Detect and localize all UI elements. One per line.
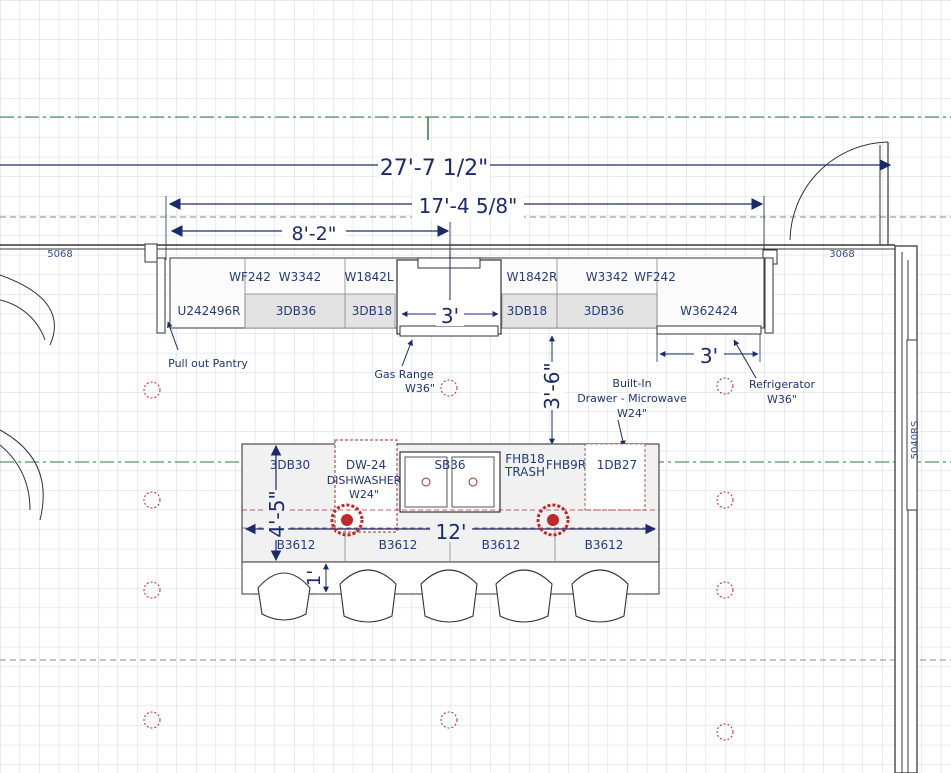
right-door-label: 3068 [829, 249, 854, 260]
dim-aisle-text: 3'-6" [540, 362, 564, 409]
wall-cab-lower-5: 3DB36 [584, 304, 624, 318]
wall-cab-upper-6: WF242 [634, 270, 676, 284]
note-leaders [166, 321, 757, 447]
dim-overall-text: 27'-7 1/2" [380, 156, 489, 181]
island [241, 439, 660, 595]
note-microwave-2: Drawer - Microwave [577, 392, 687, 405]
dim-left-run-text: 8'-2" [292, 223, 337, 245]
note-microwave-3: W24" [617, 407, 647, 420]
note-range-1: Gas Range [374, 368, 434, 381]
wall-cab-lower-3: 3DB18 [352, 304, 392, 318]
dimension-wall-run: 17'-4 5/8" [165, 192, 765, 260]
left-door [0, 274, 55, 521]
island-trash: TRASH [504, 465, 545, 479]
walls [0, 244, 918, 773]
dim-wall-run-text: 17'-4 5/8" [419, 194, 518, 218]
recessed-lights [143, 377, 734, 741]
dimension-aisle: 3'-6" [540, 335, 564, 445]
dimension-overall: 27'-7 1/2" [0, 152, 892, 181]
island-front-3: B3612 [482, 538, 521, 552]
island-back-5: FHB9R [546, 458, 586, 472]
island-front-1: B3612 [277, 538, 316, 552]
island-front-2: B3612 [379, 538, 418, 552]
wall-cab-upper-5: W3342 [586, 270, 628, 284]
dim-range-text: 3' [441, 304, 459, 328]
island-back-2: DW-24 [346, 458, 386, 472]
dim-island-depth-text: 4'-5" [265, 490, 289, 537]
dimension-island-length: 12' [244, 518, 657, 544]
wall-cab-lower-1: U242496R [178, 304, 241, 318]
island-back-3: SB36 [434, 458, 465, 472]
pendant-fixtures [330, 503, 570, 537]
note-pantry: Pull out Pantry [168, 357, 248, 370]
wall-cab-upper-3: W1842L [344, 270, 393, 284]
wall-cabinet-run [144, 243, 778, 337]
bar-stools [257, 569, 629, 623]
dimension-island-depth: 4'-5" [264, 444, 289, 562]
dim-island-length-text: 12' [436, 520, 467, 544]
note-microwave-1: Built-In [612, 377, 651, 390]
dimension-overhang: 1' [304, 563, 329, 593]
wall-cab-upper-2: W3342 [279, 270, 321, 284]
dim-fridge-text: 3' [700, 344, 718, 368]
note-fridge-2: W36" [767, 393, 797, 406]
dimension-range-width: 3' [401, 302, 499, 328]
wall-cab-lower-4: 3DB18 [507, 304, 547, 318]
note-dishwasher-1: DISHWASHER [327, 474, 402, 487]
left-door-label: 5068 [47, 249, 72, 260]
note-range-2: W36" [405, 382, 435, 395]
wall-cab-lower-6: W362424 [680, 304, 738, 318]
wall-cab-lower-2: 3DB36 [276, 304, 316, 318]
island-back-4: FHB18 [505, 452, 544, 466]
window-label: 5040RS [910, 421, 921, 460]
note-fridge-1: Refrigerator [749, 378, 815, 391]
wall-cab-upper-4: W1842R [507, 270, 558, 284]
note-dishwasher-2: W24" [349, 488, 379, 501]
island-back-6: 1DB27 [597, 458, 637, 472]
wall-cab-upper-1: WF242 [229, 270, 271, 284]
island-front-4: B3612 [585, 538, 624, 552]
dim-overhang-text: 1' [304, 570, 325, 586]
